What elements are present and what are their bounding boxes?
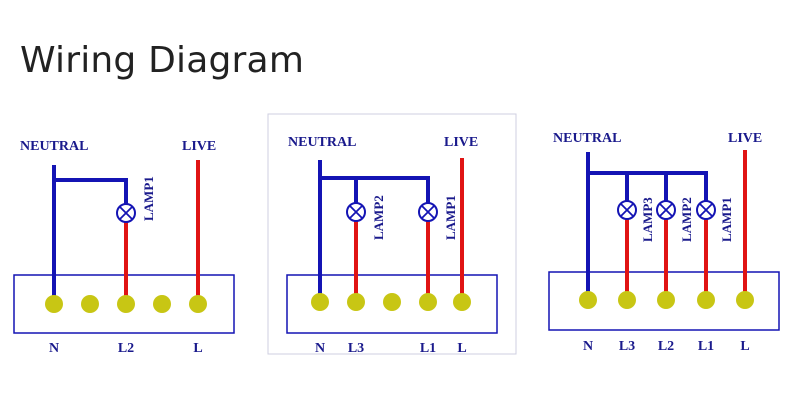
terminal-screw — [618, 291, 636, 309]
diagram-panel-frame — [267, 113, 517, 355]
lamp-symbol — [617, 200, 637, 220]
terminal-label: L — [740, 339, 749, 354]
terminal-label: L2 — [658, 339, 674, 354]
neutral-branch-wire — [54, 178, 128, 204]
terminal-label: L1 — [698, 339, 714, 354]
terminal-label: L1 — [420, 341, 436, 356]
diagram-2: LAMP2 LAMP1 NEUTRAL LIVE N L3 L1 L — [286, 135, 498, 356]
terminal-screw — [383, 293, 401, 311]
terminal-screw — [117, 295, 135, 313]
terminal-label: L3 — [619, 339, 635, 354]
lamp-symbol — [656, 200, 676, 220]
terminal-screw — [579, 291, 597, 309]
neutral-label: NEUTRAL — [553, 131, 621, 146]
terminal-screw — [697, 291, 715, 309]
lamp-label: LAMP3 — [640, 197, 655, 242]
lamp-symbol — [116, 203, 136, 223]
terminal-screw — [311, 293, 329, 311]
terminal-label: N — [315, 341, 325, 356]
live-label: LIVE — [444, 135, 478, 150]
lamp-label: LAMP2 — [679, 197, 694, 242]
terminal-screw — [153, 295, 171, 313]
diagram-1: LAMP1 NEUTRAL LIVE N L2 L — [13, 139, 235, 356]
lamp-symbol — [696, 200, 716, 220]
terminal-label: L3 — [348, 341, 364, 356]
lamp-label: LAMP1 — [141, 176, 156, 221]
page-title: Wiring Diagram — [20, 40, 305, 81]
terminal-label: N — [49, 341, 59, 356]
terminal-screw — [736, 291, 754, 309]
neutral-label: NEUTRAL — [20, 139, 88, 154]
neutral-label: NEUTRAL — [288, 135, 356, 150]
terminal-label: L — [193, 341, 202, 356]
terminal-label: N — [583, 339, 593, 354]
live-label: LIVE — [728, 131, 762, 146]
terminal-block — [286, 274, 498, 334]
lamp-symbol — [418, 202, 438, 222]
terminal-screw — [657, 291, 675, 309]
lamp-label: LAMP2 — [371, 195, 386, 240]
lamp-label: LAMP1 — [719, 197, 734, 242]
terminal-screw — [81, 295, 99, 313]
lamp-label: LAMP1 — [443, 195, 458, 240]
terminal-label: L2 — [118, 341, 134, 356]
diagram-3: LAMP3 LAMP2 LAMP1 NEUTRAL LIVE N L3 L2 L… — [548, 131, 780, 354]
terminal-label: L — [457, 341, 466, 356]
terminal-screw — [189, 295, 207, 313]
terminal-screw — [453, 293, 471, 311]
live-label: LIVE — [182, 139, 216, 154]
lamp-symbol — [346, 202, 366, 222]
terminal-screw — [45, 295, 63, 313]
terminal-screw — [347, 293, 365, 311]
terminal-screw — [419, 293, 437, 311]
